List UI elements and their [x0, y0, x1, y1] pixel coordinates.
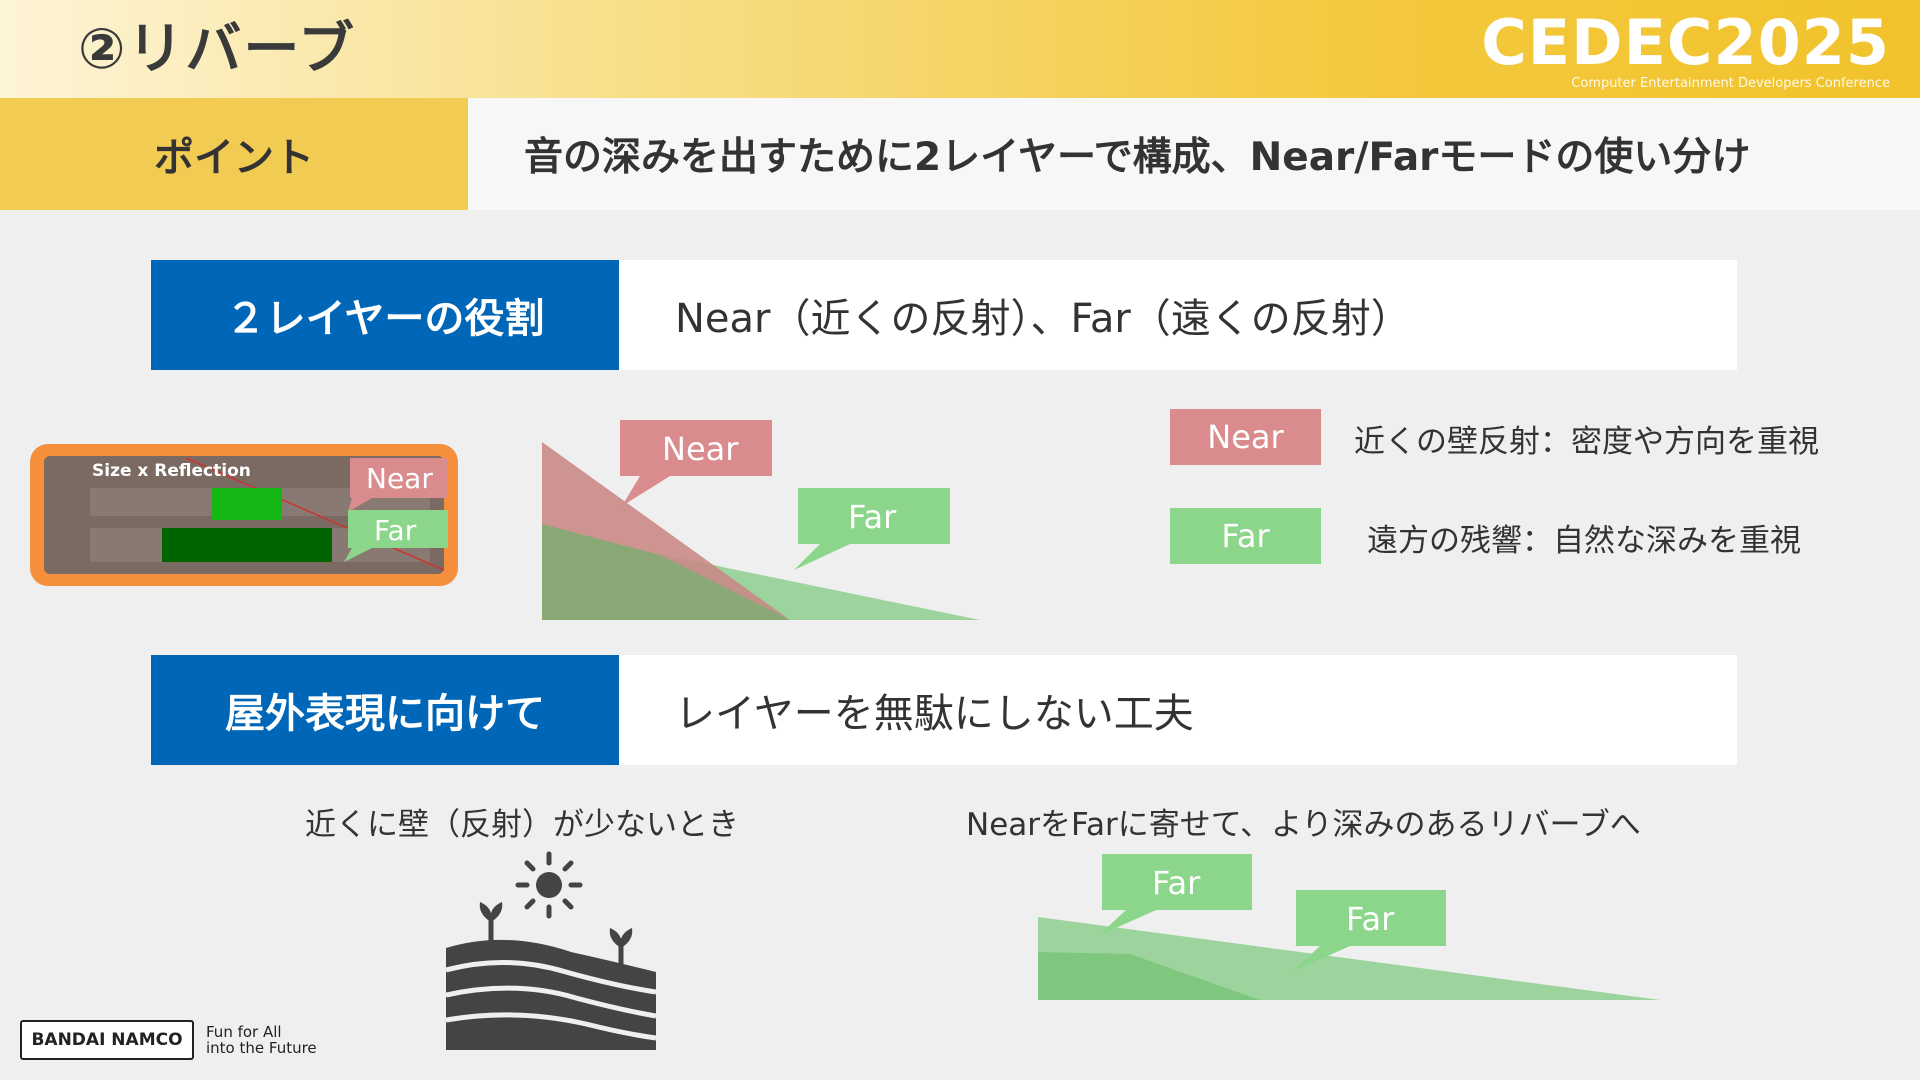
- far-bubble-1: [1102, 854, 1252, 910]
- far-bubble: [798, 488, 950, 544]
- far-bubble-1-tail: [1098, 910, 1156, 936]
- panel-far-tag-box: [348, 510, 448, 548]
- panel-near-tag-box: [350, 458, 448, 498]
- far-bubble-2-tail: [1292, 946, 1350, 972]
- far-bar: [162, 528, 332, 562]
- overlap-shape: [542, 524, 790, 620]
- point-text-box: [468, 98, 1920, 210]
- reflection-panel: Size x Reflection Near Far: [30, 444, 458, 586]
- footer-tagline-2: into the Future: [206, 1039, 317, 1057]
- page-title: ②リバーブ: [78, 17, 357, 82]
- far-decay-shape-2: [1038, 952, 1260, 1000]
- footer-tagline: Fun for All into the Future: [206, 1024, 317, 1056]
- panel-title: Size x Reflection: [92, 461, 251, 481]
- sun-icon: [515, 851, 583, 919]
- far-shift-diagram: Far Far: [1038, 854, 1660, 1000]
- panel-near-tag: Near: [366, 462, 433, 495]
- section-outdoor-label: 屋外表現に向けて: [151, 655, 619, 765]
- far-bubble-tail: [794, 544, 850, 570]
- point-label: ポイント: [154, 135, 314, 181]
- point-label-box: [0, 98, 468, 210]
- far-bubble-2-label: Far: [1346, 900, 1395, 938]
- near-bar: [212, 488, 282, 520]
- near-far-diagram: Near Far: [542, 420, 980, 620]
- panel-near-tag-tail: [348, 498, 372, 512]
- section-layers-text: Near（近くの反射）、Far（遠くの反射）: [619, 260, 1737, 370]
- panel-red-line: [185, 457, 445, 571]
- far-bubble-label: Far: [848, 498, 897, 536]
- bandai-namco-logo: BANDAI NAMCO: [20, 1020, 194, 1060]
- point-text: 音の深みを出すために2レイヤーで構成、Near/Farモードの使い分け: [524, 135, 1751, 180]
- legend-far-text: 遠方の残響：自然な深みを重視: [1367, 523, 1801, 559]
- legend-far-tag: Far: [1170, 508, 1321, 564]
- legend-near-tag: Near: [1170, 409, 1321, 465]
- footer-tagline-1: Fun for All: [206, 1023, 282, 1041]
- cedec-logo-subtitle: Computer Entertainment Developers Confer…: [1571, 76, 1890, 91]
- legend-near-text: 近くの壁反射：密度や方向を重視: [1354, 424, 1819, 460]
- near-bubble-label: Near: [662, 430, 739, 468]
- panel-far-tag: Far: [374, 514, 417, 547]
- near-bubble-tail: [622, 476, 670, 506]
- caption-near-to-far: NearをFarに寄せて、より深みのあるリバーブへ: [966, 807, 1641, 843]
- panel-far-tag-tail: [344, 548, 372, 562]
- section-outdoor-text: レイヤーを無駄にしない工夫: [619, 655, 1737, 765]
- caption-few-walls: 近くに壁（反射）が少ないとき: [305, 807, 739, 843]
- near-bubble: [620, 420, 772, 476]
- header-bar: [0, 0, 1920, 98]
- far-bubble-2: [1296, 890, 1446, 946]
- far-bubble-1-label: Far: [1152, 864, 1201, 902]
- cedec-logo: CEDEC2025: [1481, 6, 1890, 79]
- section-layers-label: ２レイヤーの役割: [151, 260, 619, 370]
- field-icon: [446, 902, 656, 1050]
